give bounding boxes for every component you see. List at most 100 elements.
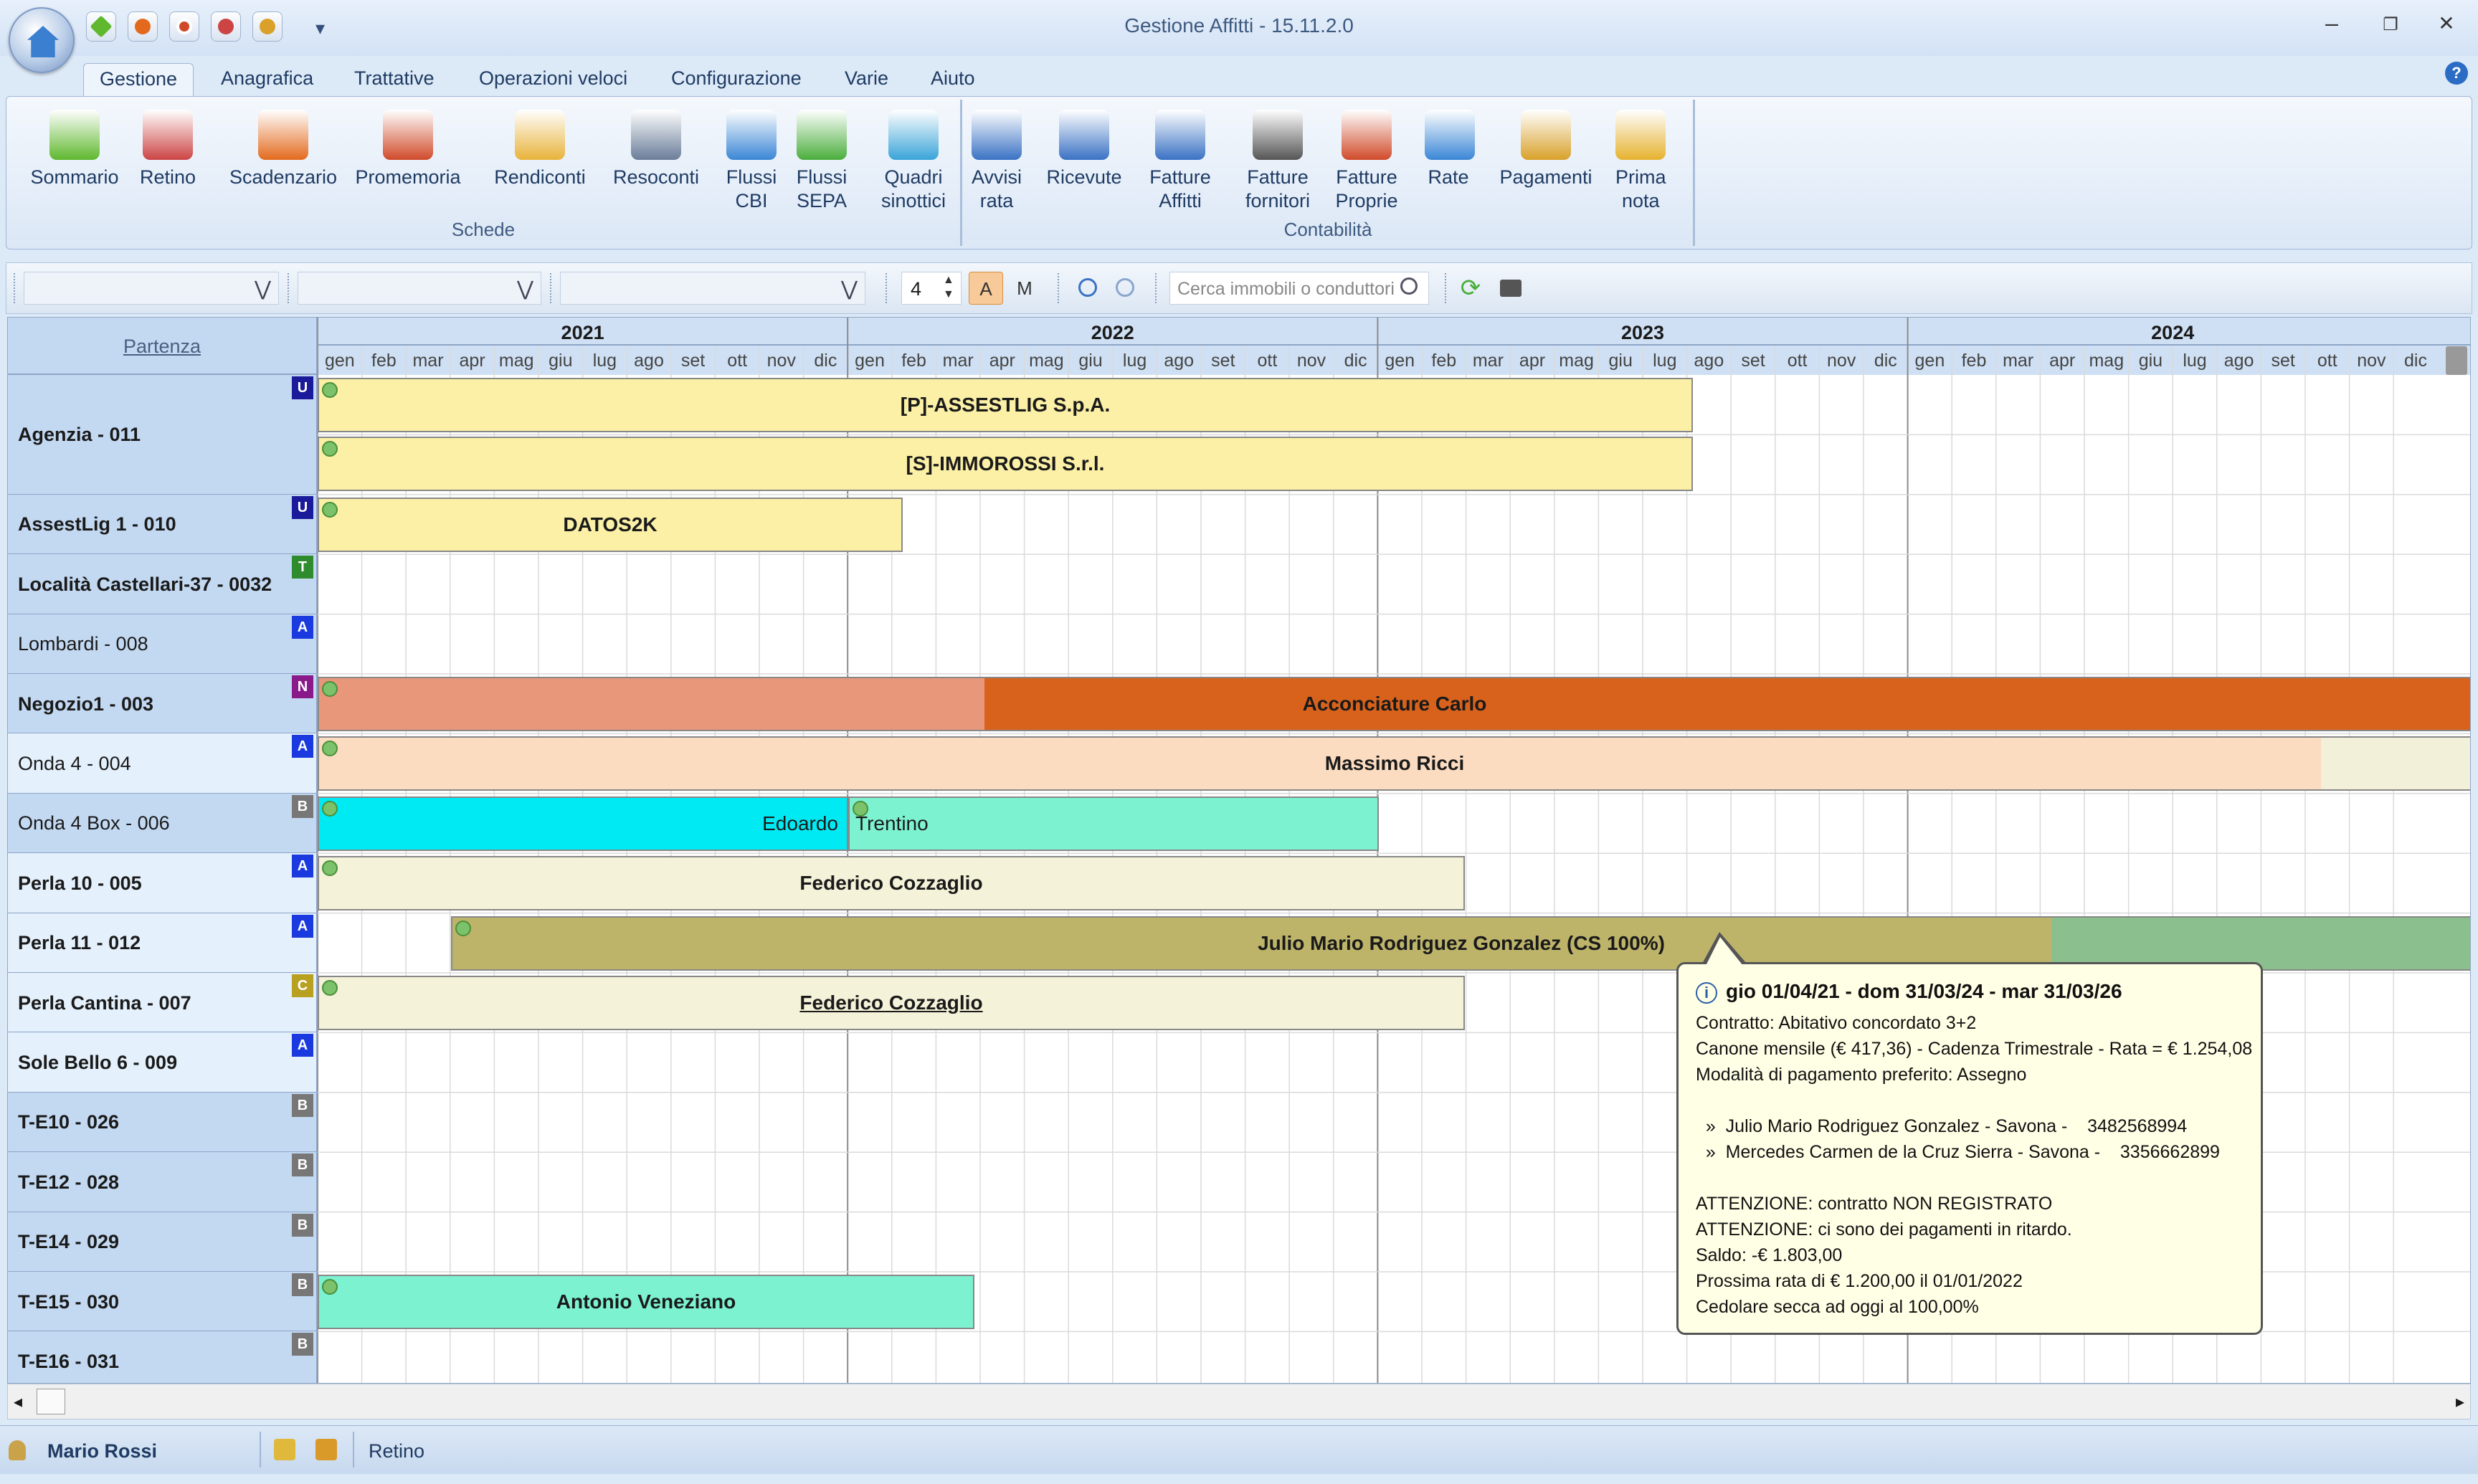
ribbon-button-7[interactable]: Flussi CBI <box>721 110 782 213</box>
ribbon-button-4[interactable]: Promemoria <box>349 110 467 189</box>
qat-customize-icon[interactable]: ▾ <box>315 17 326 39</box>
ribbon-button-14[interactable]: Fatture Proprie <box>1330 110 1403 213</box>
contract-bar[interactable]: Julio Mario Rodriguez Gonzalez (CS 100%) <box>451 915 2470 971</box>
search-input[interactable]: Cerca immobili o conduttori <box>1169 272 1429 305</box>
ribbon-button-10[interactable]: Avvisi rata <box>972 110 1022 213</box>
ribbon-button-1[interactable]: Sommario <box>21 110 128 189</box>
tab-aiuto[interactable]: Aiuto <box>931 67 975 89</box>
refresh-icon[interactable]: ⟳ <box>1460 275 1481 302</box>
month-label: giu <box>1078 351 1102 371</box>
property-name: Onda 4 - 004 <box>18 753 131 775</box>
sync-arrows-icon <box>797 110 847 160</box>
tab-trattative[interactable]: Trattative <box>354 67 435 89</box>
ribbon-button-6[interactable]: Resoconti <box>599 110 713 189</box>
contract-bar[interactable]: Edoardo <box>318 796 848 851</box>
dropdown-arrow-icon: ⋁ <box>841 277 858 300</box>
qat-person-icon[interactable] <box>252 11 283 42</box>
ribbon-button-11[interactable]: Ricevute <box>1045 110 1124 189</box>
spinner-arrows-icon[interactable]: ▲▼ <box>943 274 954 300</box>
zoom-in-icon[interactable] <box>1108 272 1142 305</box>
vertical-scrollbar-thumb[interactable] <box>2446 346 2467 375</box>
ribbon-button-label: Pagamenti <box>1499 166 1592 188</box>
tab-operazioni-veloci[interactable]: Operazioni veloci <box>479 67 628 89</box>
month-label: apr <box>2049 351 2075 371</box>
close-button[interactable]: ✕ <box>2438 12 2455 34</box>
search-icon[interactable] <box>1400 277 1418 295</box>
ribbon-button-2[interactable]: Retino <box>128 110 207 189</box>
application-menu-button[interactable] <box>9 7 75 73</box>
contract-bar[interactable]: Massimo Ricci <box>318 736 2470 791</box>
qat-bell-icon[interactable] <box>128 11 158 42</box>
minimize-button[interactable]: – <box>2325 10 2338 36</box>
ribbon-button-16[interactable]: Pagamenti <box>1496 110 1595 189</box>
zoom-out-icon[interactable] <box>1071 272 1105 305</box>
tooltip-line: Saldo: -€ 1.803,00 <box>1696 1245 1843 1265</box>
invoice-icon <box>1342 110 1392 160</box>
folder-lock-icon[interactable] <box>315 1439 337 1460</box>
horizontal-scrollbar[interactable]: ◂ ▸ <box>7 1384 2471 1419</box>
ribbon-button-17[interactable]: Prima nota <box>1615 110 1666 213</box>
scroll-right-icon[interactable]: ▸ <box>2455 1392 2464 1412</box>
ribbon-button-label: Retino <box>139 166 196 188</box>
ribbon-button-3[interactable]: Scadenzario <box>220 110 346 189</box>
ribbon-button-15[interactable]: Rate <box>1425 110 1475 189</box>
scroll-thumb[interactable] <box>37 1389 65 1414</box>
scroll-left-icon[interactable]: ◂ <box>14 1392 23 1412</box>
title-bar: ▾ Gestione Affitti - 15.11.2.0 – ❐ ✕ <box>0 0 2478 56</box>
tab-configurazione[interactable]: Configurazione <box>671 67 802 89</box>
years-spinner[interactable]: 4 <box>901 272 962 305</box>
print-icon[interactable] <box>1494 272 1528 305</box>
contract-start-icon <box>455 920 471 936</box>
tab-varie[interactable]: Varie <box>845 67 889 89</box>
ribbon-button-8[interactable]: Flussi SEPA <box>791 110 853 213</box>
tenant-name: Trentino <box>855 812 929 834</box>
contract-bar[interactable]: Trentino <box>848 796 1379 851</box>
qat-lifebuoy-icon[interactable] <box>169 11 199 42</box>
ribbon-button-13[interactable]: Fatture fornitori <box>1238 110 1317 213</box>
contract-bar[interactable]: Acconciature Carlo <box>318 677 2470 731</box>
month-label: mar <box>1473 351 1504 371</box>
lock-icon[interactable] <box>274 1439 295 1460</box>
view-a-button[interactable]: A <box>969 272 1003 305</box>
property-type-badge: B <box>292 1213 313 1237</box>
contract-bar[interactable]: DATOS2K <box>318 497 903 552</box>
filter-combo-1[interactable]: ⋁ <box>24 272 279 305</box>
maximize-button[interactable]: ❐ <box>2383 15 2398 34</box>
view-m-button[interactable]: M <box>1017 277 1032 299</box>
contract-bar[interactable]: Federico Cozzaglio <box>318 976 1465 1030</box>
qat-diamond-icon[interactable] <box>86 11 116 42</box>
contract-bar[interactable]: [S]-IMMOROSSI S.r.l. <box>318 437 1693 491</box>
tab-gestione[interactable]: Gestione <box>83 63 194 99</box>
window-icon <box>631 110 681 160</box>
tab-anagrafica[interactable]: Anagrafica <box>221 67 314 89</box>
contract-bar[interactable]: Antonio Veneziano <box>318 1275 974 1329</box>
partenza-link[interactable]: Partenza <box>8 318 318 375</box>
filter-combo-2[interactable]: ⋁ <box>298 272 541 305</box>
filter-combo-3[interactable]: ⋁ <box>560 272 865 305</box>
qat-house-icon[interactable] <box>211 11 241 42</box>
ribbon-button-label: Rendiconti <box>494 166 586 188</box>
ribbon-button-12[interactable]: Fatture Affitti <box>1147 110 1214 213</box>
contract-bar[interactable]: Federico Cozzaglio <box>318 856 1465 911</box>
ribbon-button-5[interactable]: Rendiconti <box>483 110 597 189</box>
contract-bar[interactable]: [P]-ASSESTLIG S.p.A. <box>318 378 1693 432</box>
help-icon[interactable]: ? <box>2445 62 2468 85</box>
ribbon-button-9[interactable]: Quadri sinottici <box>867 110 960 213</box>
